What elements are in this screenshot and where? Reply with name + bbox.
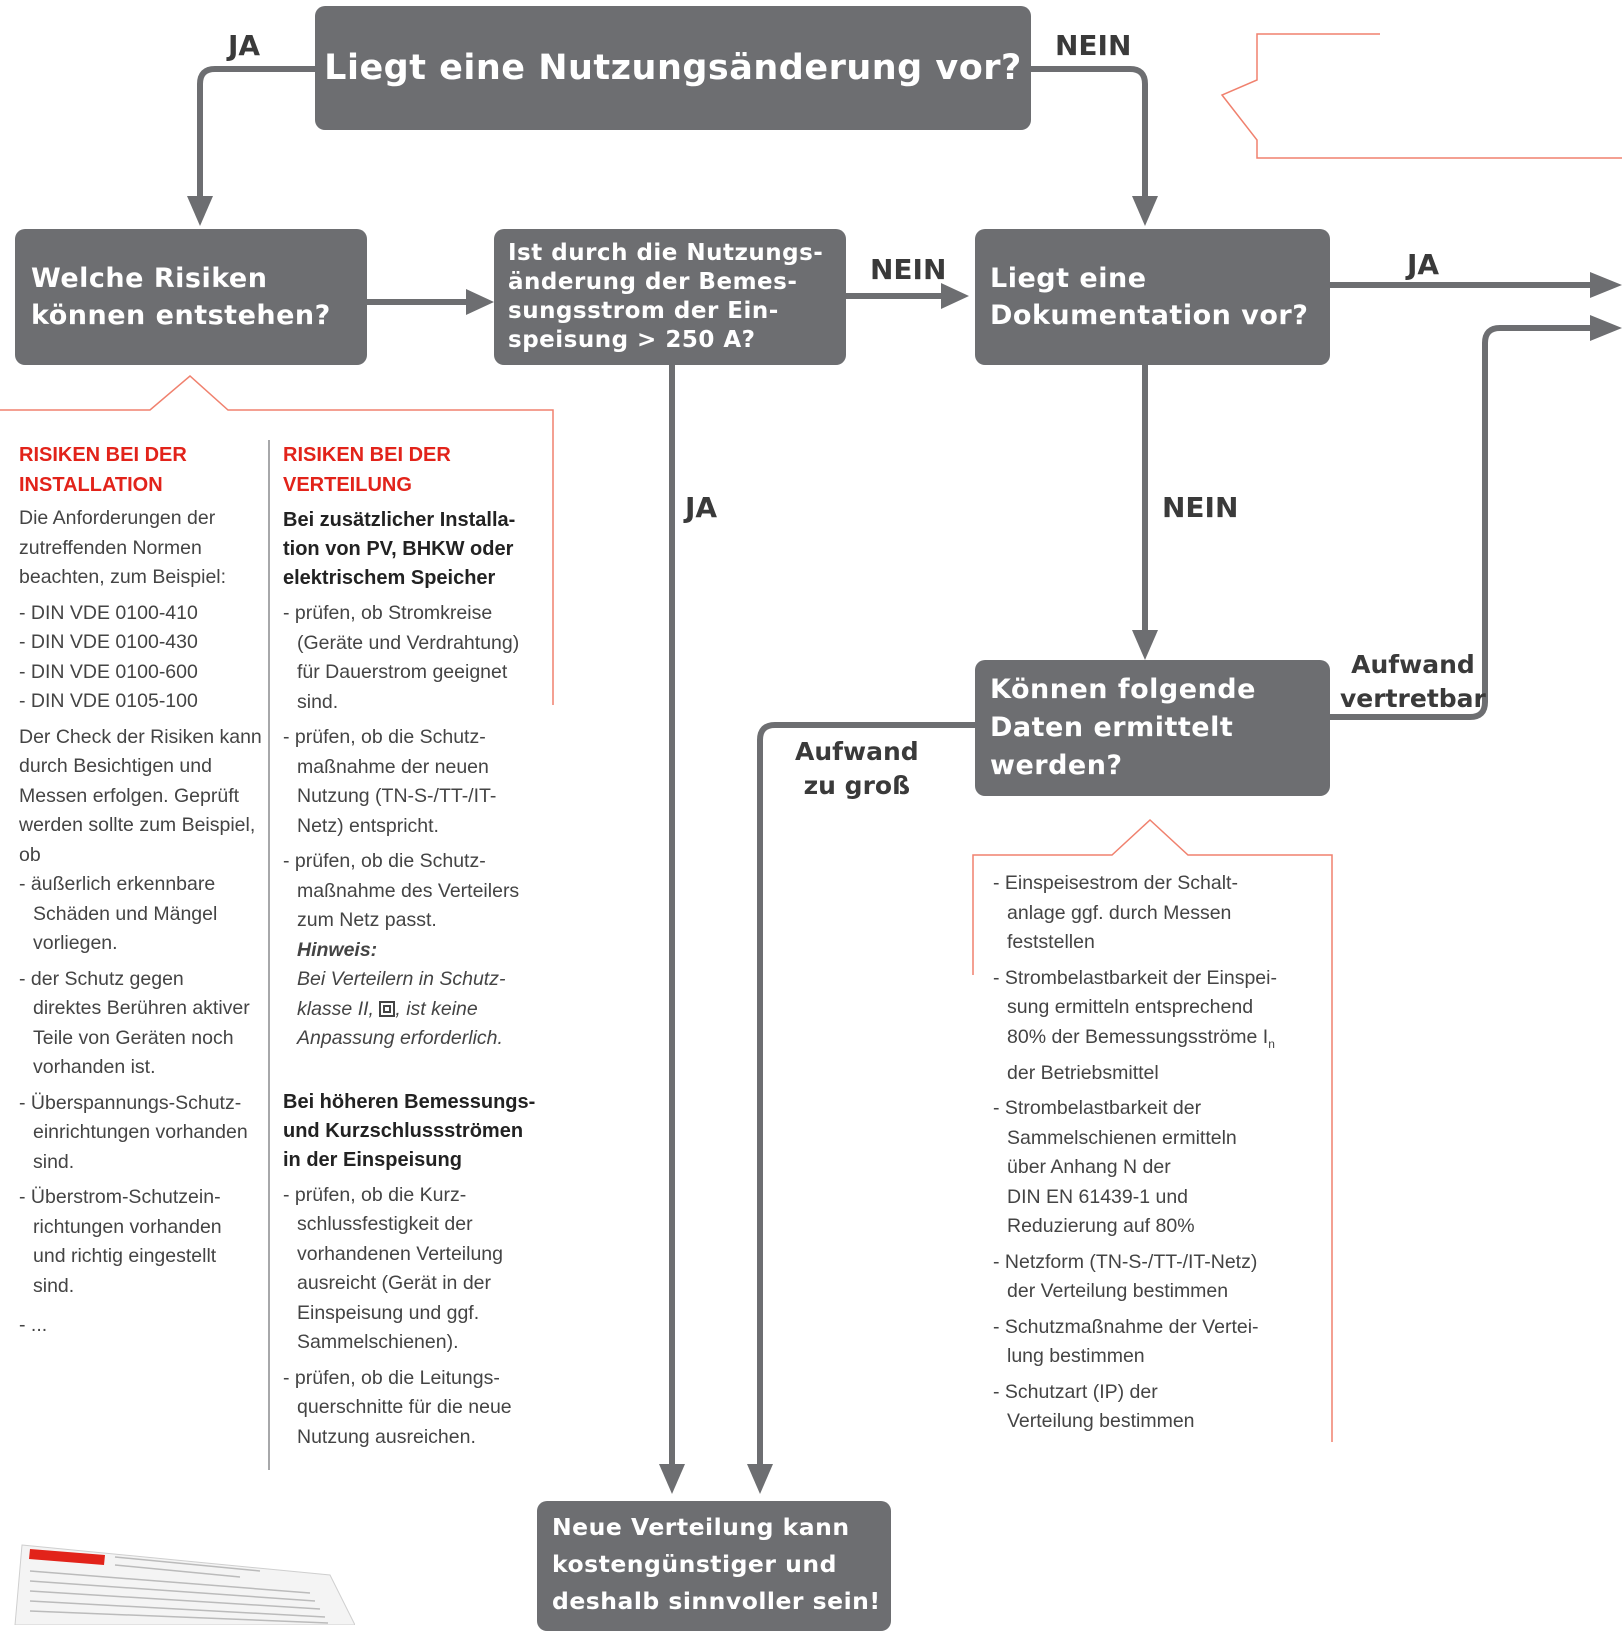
hint-heading: Hinweis: [297, 938, 378, 961]
distribution-list-2: - prüfen, ob die Kurz- schlussfestigkeit… [283, 1181, 548, 1453]
checks-list: - äußerlich erkennbare Schäden und Mänge… [19, 870, 269, 1341]
risks-distribution-heading: RISIKEN BEI DER VERTEILUNG [283, 444, 451, 496]
check-item: - ... [19, 1314, 48, 1336]
risks-installation-column: RISIKEN BEI DER INSTALLATION Die Anforde… [19, 440, 269, 1347]
question-risks: Welche Risiken können entstehen? [15, 229, 367, 365]
risks-installation-intro: Die Anforderungen der zutreffenden Norme… [19, 507, 227, 588]
data-item: - Einspeisestrom der Schalt- anlage ggf.… [993, 872, 1238, 953]
question-usage-change: Liegt eine Nutzungsänderung vor? [315, 6, 1031, 130]
data-item: - Strombelastbarkeit der Sammelschienen … [993, 1097, 1237, 1238]
data-determination-column: - Einspeisestrom der Schalt- anlage ggf.… [993, 869, 1313, 1443]
label-aufwand-zu-gross: Aufwand zu groß [795, 737, 919, 800]
check-item: - Überstrom-Schutzein- richtungen vorhan… [19, 1186, 222, 1297]
check-item: - Überspannungs-Schutz- einrichtungen vo… [19, 1091, 248, 1173]
data-item: - Netzform (TN-S-/TT-/IT-Netz) der Verte… [993, 1250, 1258, 1303]
norm-item: - DIN VDE 0100-430 [19, 631, 198, 653]
risks-installation-heading: RISIKEN BEI DER INSTALLATION [19, 444, 187, 496]
checklist-document-thumbnail [14, 1544, 355, 1625]
risks-check-text: Der Check der Risiken kann durch Besicht… [19, 725, 262, 866]
data-item: - Strombelastbarkeit der Einspei- sung e… [993, 966, 1277, 1084]
arrow-vertretbar [1330, 325, 1590, 720]
distribution-item: - prüfen, ob die Schutz- maßnahme der ne… [283, 726, 497, 837]
distribution-item: - prüfen, ob die Leitungs- querschnitte … [283, 1366, 512, 1448]
label-nein-down: NEIN [1162, 491, 1239, 524]
risks-distribution-column: RISIKEN BEI DER VERTEILUNG Bei zusätzlic… [283, 440, 548, 1458]
label-ja-right: JA [1407, 248, 1440, 281]
norm-item: - DIN VDE 0105-100 [19, 690, 198, 712]
hint-line-3: Anpassung erforderlich. [297, 1027, 503, 1049]
question-data-determinable-text: Können folgende Daten ermittelt werden? [990, 674, 1256, 781]
distribution-list-1: - prüfen, ob Stromkreise (Geräte und Ver… [283, 599, 548, 936]
norm-item: - DIN VDE 0100-600 [19, 660, 198, 683]
label-ja-top: JA [228, 29, 261, 62]
question-risks-text: Welche Risiken können entstehen? [31, 263, 331, 331]
arrowheads [187, 196, 1622, 1494]
distribution-subheading-2: Bei höheren Bemessungs- und Kurzschlusss… [283, 1090, 536, 1171]
data-item: - Schutzmaßnahme der Vertei- lung bestim… [993, 1315, 1259, 1368]
callout-risks [0, 375, 554, 705]
protection-class-ii-icon [379, 1000, 396, 1017]
question-rated-current-text: Ist durch die Nutzungs- änderung der Bem… [508, 240, 824, 353]
check-item: - äußerlich erkennbare Schäden und Mänge… [19, 873, 218, 954]
data-list: - Einspeisestrom der Schalt- anlage ggf.… [993, 869, 1313, 1437]
distribution-subheading-1: Bei zusätzlicher Installa- tion von PV, … [283, 509, 516, 589]
result-new-distribution: Neue Verteilung kann kostengünstiger und… [537, 1501, 891, 1631]
norms-list: - DIN VDE 0100-410 - DIN VDE 0100-430 - … [19, 599, 269, 717]
check-item: - der Schutz gegen direktes Berühren akt… [19, 967, 250, 1079]
question-documentation-text: Liegt eine Dokumentation vor? [990, 263, 1309, 331]
label-nein-mid: NEIN [870, 253, 947, 286]
question-documentation: Liegt eine Dokumentation vor? [975, 229, 1330, 365]
label-nein-top: NEIN [1055, 29, 1132, 62]
distribution-item: - prüfen, ob die Kurz- schlussfestigkeit… [283, 1183, 503, 1354]
result-new-distribution-text: Neue Verteilung kann kostengünstiger und… [552, 1513, 881, 1615]
question-usage-change-text: Liegt eine Nutzungsänderung vor? [324, 48, 1022, 88]
callout-data [972, 818, 1333, 1442]
hint-line-2: klasse II, , ist keine [297, 997, 478, 1020]
norm-item: - DIN VDE 0100-410 [19, 601, 198, 624]
label-aufwand-vertretbar: Aufwand vertretbar [1340, 650, 1486, 713]
hint-line-1: Bei Verteilern in Schutz- [297, 968, 506, 990]
question-data-determinable: Können folgende Daten ermittelt werden? [975, 660, 1330, 796]
label-ja-down: JA [685, 491, 718, 524]
arrow-nein-top [1030, 66, 1148, 200]
distribution-item: - prüfen, ob die Schutz- maßnahme des Ve… [283, 850, 520, 931]
arrow-ja-top [197, 66, 315, 201]
callout-top-right [1220, 33, 1622, 159]
distribution-item: - prüfen, ob Stromkreise (Geräte und Ver… [283, 602, 520, 713]
arrow-zu-gross [757, 722, 975, 1470]
data-item: - Schutzart (IP) der Verteilung bestimme… [993, 1380, 1195, 1433]
question-rated-current: Ist durch die Nutzungs- änderung der Bem… [494, 229, 846, 365]
